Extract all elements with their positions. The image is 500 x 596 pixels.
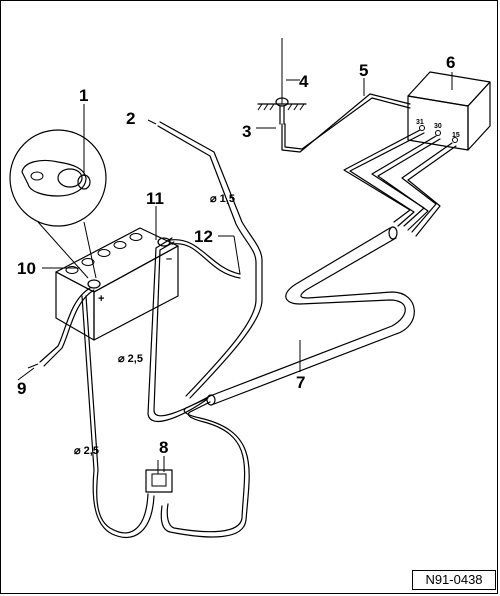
figure-reference: N91-0438	[412, 570, 496, 590]
cable-loom	[206, 226, 415, 406]
leader-lines	[17, 72, 453, 472]
detail-inset	[9, 129, 107, 279]
cable-bundle	[343, 129, 457, 237]
main-cables	[81, 119, 263, 538]
control-unit: 31 30 15	[407, 71, 491, 151]
connector	[145, 460, 173, 493]
cable-size-2-5-lower: ⌀ 2,5	[74, 445, 99, 457]
callout-10: 10	[17, 259, 36, 278]
ground-point	[257, 38, 411, 153]
callout-12: 12	[194, 227, 213, 246]
callout-6: 6	[446, 53, 455, 72]
terminal-30-label: 30	[434, 123, 442, 130]
callout-4: 4	[299, 72, 309, 91]
callout-3: 3	[242, 122, 251, 141]
minus-sign: –	[166, 253, 172, 265]
callout-2: 2	[126, 109, 135, 128]
callout-9: 9	[17, 379, 26, 398]
callout-7: 7	[296, 373, 305, 392]
callout-8: 8	[159, 438, 168, 457]
battery: + –	[27, 227, 179, 369]
cable-size-2-5-upper: ⌀ 2,5	[118, 353, 143, 365]
callout-5: 5	[359, 61, 368, 80]
cable-size-1-5: ⌀ 1,5	[210, 193, 235, 205]
terminal-31-label: 31	[416, 119, 424, 126]
callout-1: 1	[79, 86, 88, 105]
terminal-15-label: 15	[452, 132, 460, 139]
callout-11: 11	[146, 189, 164, 208]
plus-sign: +	[98, 293, 104, 305]
